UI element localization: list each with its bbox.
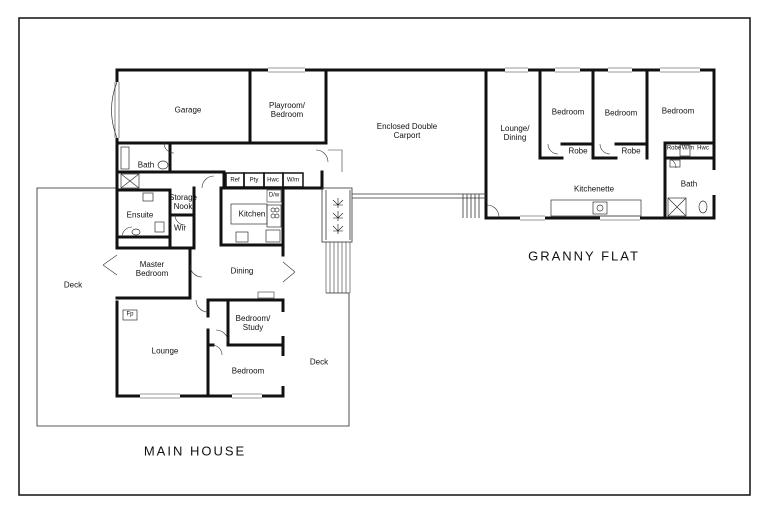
main-house-walls	[115, 68, 488, 398]
room-lounge-dining-text: Lounge/ Dining	[500, 124, 530, 142]
main-house-title: MAIN HOUSE	[143, 443, 247, 459]
room-bath: Bath	[137, 160, 155, 170]
room-gf-hwc: Hwc	[697, 145, 709, 152]
room-master-bedroom: Master Bedroom	[136, 260, 168, 278]
room-storage-nook: Storage Nook	[169, 193, 197, 211]
carport-walkway	[321, 187, 486, 243]
garage-door	[111, 81, 118, 139]
room-kitchenette: Kitchenette	[573, 184, 615, 194]
room-master-bedroom-text: Master Bedroom	[135, 260, 169, 278]
window-openings	[115, 68, 716, 398]
room-deck-right: Deck	[309, 357, 329, 367]
room-hwc: Hwc	[267, 177, 279, 184]
kitchen-fixtures	[230, 203, 282, 243]
room-deck-left: Deck	[63, 280, 83, 290]
utility-boxes	[225, 172, 304, 188]
room-playroom: Playroom/ Bedroom	[269, 101, 305, 119]
room-bedroom: Bedroom	[231, 366, 265, 376]
deck-steps	[325, 242, 351, 293]
room-ref: Ref	[230, 177, 240, 184]
room-fp: Fp	[126, 311, 134, 318]
page-frame	[18, 17, 751, 496]
room-gf-bedroom-2: Bedroom	[604, 108, 638, 118]
granny-flat-title: GRANNY FLAT	[528, 248, 640, 264]
room-garage: Garage	[174, 105, 202, 115]
room-gf-bedroom-3: Bedroom	[661, 106, 695, 116]
room-gf-wm: W/m	[681, 145, 695, 152]
dining-sideboard	[257, 291, 275, 299]
deck-outline	[36, 187, 350, 427]
room-gf-bath: Bath	[680, 179, 698, 189]
room-wm: W/m	[286, 177, 300, 184]
bath-fixtures	[120, 146, 169, 236]
planter-shrubs	[332, 198, 344, 234]
room-storage-nook-text: Storage Nook	[168, 193, 198, 211]
room-bedroom-study: Bedroom/ Study	[236, 314, 271, 332]
room-ensuite: Ensuite	[126, 210, 154, 220]
fireplace	[122, 309, 138, 321]
room-lounge: Lounge	[151, 346, 179, 356]
room-robe-1: Robe	[568, 146, 588, 156]
door-swings	[102, 142, 677, 356]
room-kitchen: Kitchen	[238, 209, 266, 219]
window-lines	[114, 67, 700, 399]
dw-box	[266, 189, 282, 203]
room-dw: D/w	[268, 192, 280, 199]
room-robe-2: Robe	[621, 146, 641, 156]
granny-flat-fixtures	[550, 144, 708, 217]
room-bedroom-study-text: Bedroom/ Study	[235, 314, 271, 332]
room-wir: Wir	[174, 223, 186, 233]
room-pty: Pty	[249, 177, 259, 184]
room-carport-text: Enclosed Double Carport	[376, 122, 438, 140]
room-playroom-text: Playroom/ Bedroom	[268, 101, 306, 119]
room-robe-3: Robe	[666, 145, 682, 152]
room-dining: Dining	[230, 266, 254, 276]
room-lounge-dining: Lounge/ Dining	[501, 124, 530, 142]
room-carport: Enclosed Double Carport	[377, 122, 437, 140]
room-gf-bedroom-1: Bedroom	[551, 107, 585, 117]
